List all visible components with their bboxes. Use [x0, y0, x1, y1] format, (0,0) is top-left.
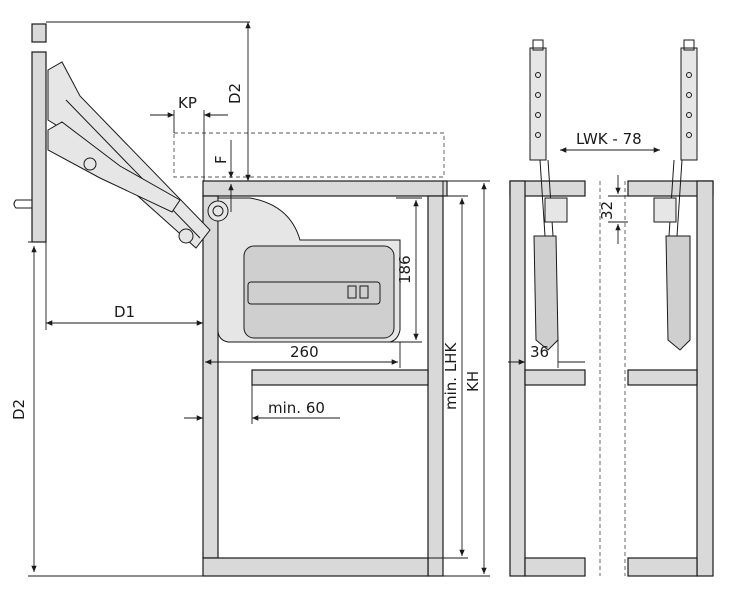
lift-mechanism-cover: [243, 245, 395, 339]
left-lift-bracket: [529, 47, 547, 161]
lhk-label: min. LHK: [442, 342, 460, 410]
closed-flap-outline: [173, 132, 445, 178]
cabinet-top-panel: [202, 180, 448, 197]
h186-label: 186: [396, 255, 414, 284]
left-bracket-hole-2: [535, 92, 541, 98]
kh-label: KH: [464, 371, 482, 392]
open-flap-view: KP D2 F D1 D2 186 260 min. 60: [10, 21, 490, 577]
left-bracket-cap: [532, 39, 544, 51]
cabinet-right-side: [427, 195, 444, 577]
cabinet-left-side: [202, 195, 219, 559]
left-bracket-hole-4: [535, 132, 541, 138]
pivot-joint: [207, 200, 229, 222]
v36-label: 36: [530, 343, 549, 361]
right-hinge-block: [653, 197, 677, 223]
left-bracket-hole-1: [535, 72, 541, 78]
w260-label: 260: [290, 343, 319, 361]
d1-label: D1: [114, 303, 135, 321]
v32-label: 32: [598, 201, 616, 220]
front-left-side: [509, 180, 526, 577]
right-lift-bracket: [680, 47, 698, 161]
d2-left-label: D2: [10, 399, 28, 420]
left-mechanism-body: [533, 235, 559, 351]
lwk-label: LWK - 78: [576, 130, 642, 148]
arm-end-joint: [178, 228, 194, 244]
lift-arm-rod: [65, 99, 201, 239]
right-lift-rod-2: [676, 159, 683, 237]
right-bracket-hole-1: [686, 72, 692, 78]
arm-joint: [83, 157, 97, 171]
cabinet-bottom-panel: [202, 557, 429, 577]
lift-arm-lower: [47, 121, 181, 213]
mechanism-button-1: [347, 285, 357, 299]
front-bottom-left: [524, 557, 586, 577]
flap-top-block: [31, 23, 47, 43]
d2-top-label: D2: [226, 83, 244, 104]
right-bracket-cap: [683, 39, 695, 51]
right-bracket-hole-3: [686, 112, 692, 118]
front-shelf-left: [524, 369, 586, 386]
flap-handle: [13, 199, 32, 209]
right-mechanism-body: [665, 235, 691, 351]
front-bottom-right: [627, 557, 698, 577]
left-hinge-block: [544, 197, 568, 223]
pivot-joint-inner: [212, 205, 224, 217]
mechanism-slot: [247, 281, 381, 305]
cabinet-shelf: [251, 369, 429, 386]
mechanism-button-2: [359, 285, 369, 299]
left-bracket-hole-3: [535, 112, 541, 118]
front-view: LWK - 78 32 36: [508, 39, 714, 577]
front-right-side: [696, 180, 714, 577]
min60-label: min. 60: [268, 399, 325, 417]
right-bracket-hole-2: [686, 92, 692, 98]
left-lift-rod: [539, 159, 546, 237]
kp-label: KP: [178, 94, 197, 112]
right-bracket-hole-4: [686, 132, 692, 138]
f-label: F: [212, 155, 230, 164]
front-shelf-right: [627, 369, 698, 386]
open-flap-panel: [31, 51, 47, 243]
